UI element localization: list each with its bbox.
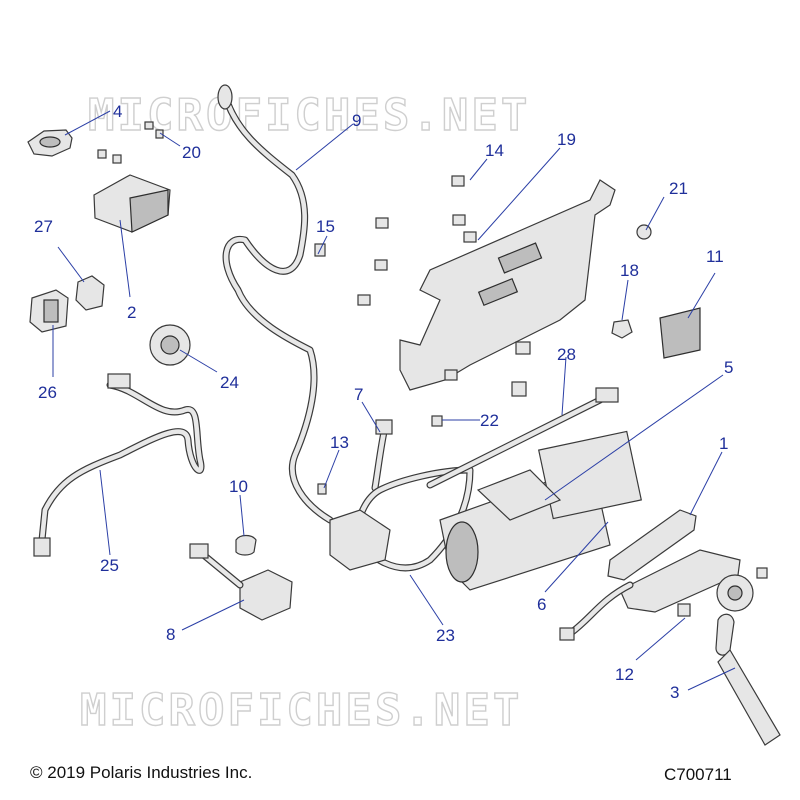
callout-3: 3 <box>670 683 679 702</box>
part-screws-20 <box>97 121 164 164</box>
watermark-top: MICROFICHES.NET <box>88 90 530 141</box>
part-mounting-plate <box>399 179 616 391</box>
part-hook-strap <box>715 613 781 746</box>
part-remote-fob <box>27 129 73 157</box>
callout-14: 14 <box>485 141 504 160</box>
part-fairlead <box>619 549 768 617</box>
callout-11: 11 <box>706 247 724 266</box>
callout-12: 12 <box>615 665 634 684</box>
part-bracket-1 <box>607 509 697 581</box>
callout-26: 26 <box>38 383 57 402</box>
callout-5: 5 <box>724 358 733 377</box>
callout-8: 8 <box>166 625 175 644</box>
part-clip-10 <box>235 534 257 556</box>
part-cable-6 <box>559 581 634 641</box>
part-cable-28 <box>426 387 619 489</box>
callout-19: 19 <box>557 130 576 149</box>
callout-9: 9 <box>352 111 361 130</box>
part-bolts <box>314 175 652 495</box>
part-relay-24 <box>149 324 191 366</box>
leader-lines <box>52 110 736 691</box>
callout-28: 28 <box>557 345 576 364</box>
callout-10: 10 <box>229 477 248 496</box>
callout-22: 22 <box>480 411 499 430</box>
part-harness-25 <box>33 373 205 557</box>
callout-15: 15 <box>316 217 335 236</box>
callout-21: 21 <box>669 179 688 198</box>
part-switch-bezel <box>75 275 105 311</box>
part-winch <box>439 430 643 591</box>
callout-6: 6 <box>537 595 546 614</box>
callout-23: 23 <box>436 626 455 645</box>
callouts: 4 20 9 14 19 21 15 2 27 26 24 18 11 28 5… <box>34 102 733 702</box>
part-wire-7 <box>371 419 393 492</box>
callout-13: 13 <box>330 433 349 452</box>
part-wire-loom-23 <box>329 466 474 572</box>
part-rocker-switch <box>29 289 69 333</box>
part-decal-11 <box>659 307 701 359</box>
callout-18: 18 <box>620 261 639 280</box>
part-cable-9 <box>217 84 334 524</box>
watermark-bottom: MICROFICHES.NET <box>80 685 522 736</box>
callout-24: 24 <box>220 373 239 392</box>
callout-27: 27 <box>34 217 53 236</box>
part-contactor-8 <box>189 543 293 621</box>
callout-4: 4 <box>113 102 122 121</box>
part-control-module <box>93 174 171 233</box>
callout-20: 20 <box>182 143 201 162</box>
callout-25: 25 <box>100 556 119 575</box>
callout-2: 2 <box>127 303 136 322</box>
copyright-text: © 2019 Polaris Industries Inc. <box>30 763 253 782</box>
callout-7: 7 <box>354 385 363 404</box>
drawing-number: C700711 <box>664 765 732 784</box>
callout-1: 1 <box>719 434 728 453</box>
